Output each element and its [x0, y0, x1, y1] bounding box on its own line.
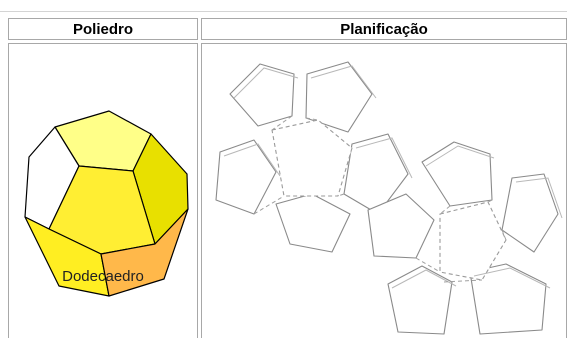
top-divider — [0, 11, 567, 12]
polyhedra-table: Poliedro Planificação Dodecaedro — [8, 18, 567, 338]
face-lower-left — [24, 216, 110, 297]
header-poliedro: Poliedro — [8, 18, 198, 40]
net-face-l5 — [275, 193, 351, 253]
dodecahedron-image — [24, 110, 189, 297]
net-face-r3 — [367, 193, 435, 259]
net-face-l2 — [305, 61, 373, 133]
net-face-l4 — [343, 133, 409, 215]
dodecahedron-net-image — [215, 61, 563, 335]
net-face-r2 — [501, 173, 559, 253]
net-face-l3 — [215, 139, 277, 215]
net-cell — [201, 43, 567, 338]
net-face-left-center — [271, 119, 353, 197]
net-face-right-center — [439, 201, 507, 281]
net-face-l1 — [229, 63, 295, 127]
net-face-r5 — [469, 263, 547, 335]
face-lower-right — [100, 208, 189, 297]
polyhedron-cell: Dodecaedro — [8, 43, 198, 338]
net-face-r1 — [421, 141, 493, 207]
net-face-r4 — [387, 265, 453, 335]
header-planificacao: Planificação — [201, 18, 567, 40]
polyhedron-name: Dodecaedro — [62, 268, 144, 285]
